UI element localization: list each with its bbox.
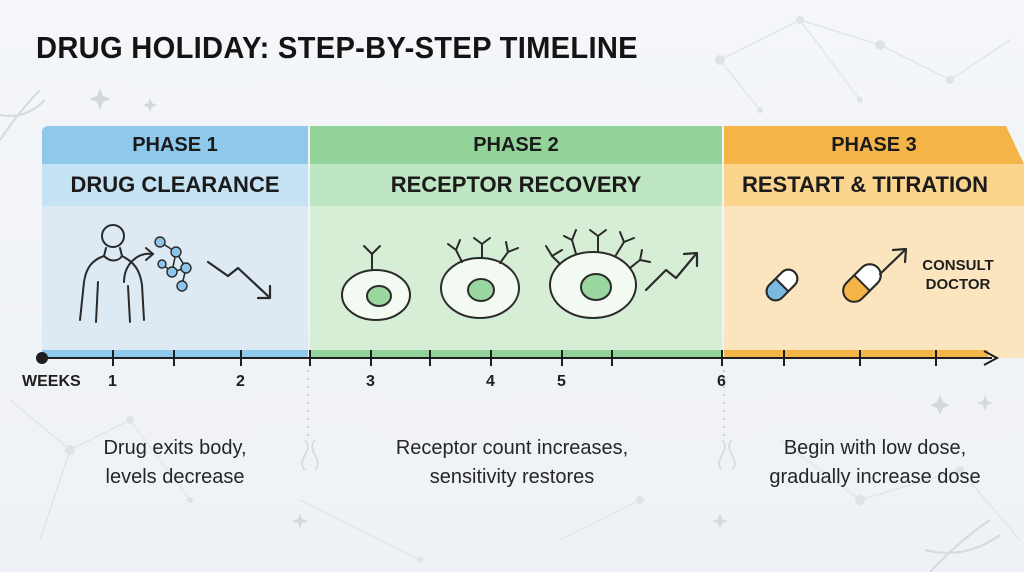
phase-2-label: PHASE 2 <box>310 126 722 164</box>
tick-label-5: 5 <box>557 373 566 390</box>
molecule-icon <box>154 236 192 292</box>
phase-2-description-line-2: sensitivity restores <box>429 466 595 488</box>
phase-2-name: RECEPTOR RECOVERY <box>310 164 722 206</box>
phase-1-panel: PHASE 1 DRUG CLEARANCE <box>42 126 308 358</box>
clearance-curved-arrow-icon <box>123 247 155 283</box>
axis-band-phase-3 <box>724 350 988 358</box>
axis-origin-dot <box>36 352 48 364</box>
cell-three-receptors-icon <box>440 237 520 319</box>
tick-label-6: 6 <box>717 373 726 390</box>
consult-note-line-2: DOCTOR <box>925 276 991 293</box>
tick-label-3: 3 <box>366 373 375 390</box>
phase-1-label: PHASE 1 <box>42 126 308 164</box>
cell-five-receptors-icon <box>545 229 651 319</box>
trend-up-icon <box>644 251 699 292</box>
consult-note-line-1: CONSULT <box>922 257 994 274</box>
phase-1-body <box>42 206 308 358</box>
axis-band-phase-2 <box>310 350 722 358</box>
tick-label-2: 2 <box>236 373 245 390</box>
phase-2-description-line-1: Receptor count increases, <box>395 437 629 459</box>
phase-1-description: Drug exits body, levels decrease <box>70 434 280 492</box>
tick-label-1: 1 <box>108 373 117 390</box>
human-body-icon <box>79 224 145 323</box>
phase-2-description: Receptor count increases, sensitivity re… <box>362 434 662 492</box>
consult-doctor-note: CONSULT DOCTOR <box>912 256 1004 294</box>
axis-ticks <box>112 350 937 366</box>
orange-capsule-icon <box>842 263 882 303</box>
phase-1-description-line-2: levels decrease <box>105 466 245 488</box>
cell-one-receptor-icon <box>341 245 411 321</box>
phase-3-label: PHASE 3 <box>831 133 917 156</box>
blue-capsule-icon <box>765 268 799 302</box>
tick-label-4: 4 <box>486 373 495 390</box>
arrow-up-right-icon <box>878 247 908 276</box>
page-title: DRUG HOLIDAY: STEP-BY-STEP TIMELINE <box>36 30 638 65</box>
phase-1-description-line-1: Drug exits body, <box>103 437 247 459</box>
phase-1-name: DRUG CLEARANCE <box>42 164 308 206</box>
phase-3-arrow-banner <box>724 126 1024 206</box>
phase-3-description: Begin with low dose, gradually increase … <box>740 434 1010 492</box>
phase-3-description-line-2: gradually increase dose <box>769 466 981 488</box>
axis-arrowhead <box>983 350 1000 366</box>
phase-3-name: RESTART & TITRATION <box>742 172 989 197</box>
trend-down-icon <box>206 260 272 300</box>
axis-label-weeks: WEEKS <box>22 373 81 390</box>
phase-3-description-line-1: Begin with low dose, <box>783 437 967 459</box>
